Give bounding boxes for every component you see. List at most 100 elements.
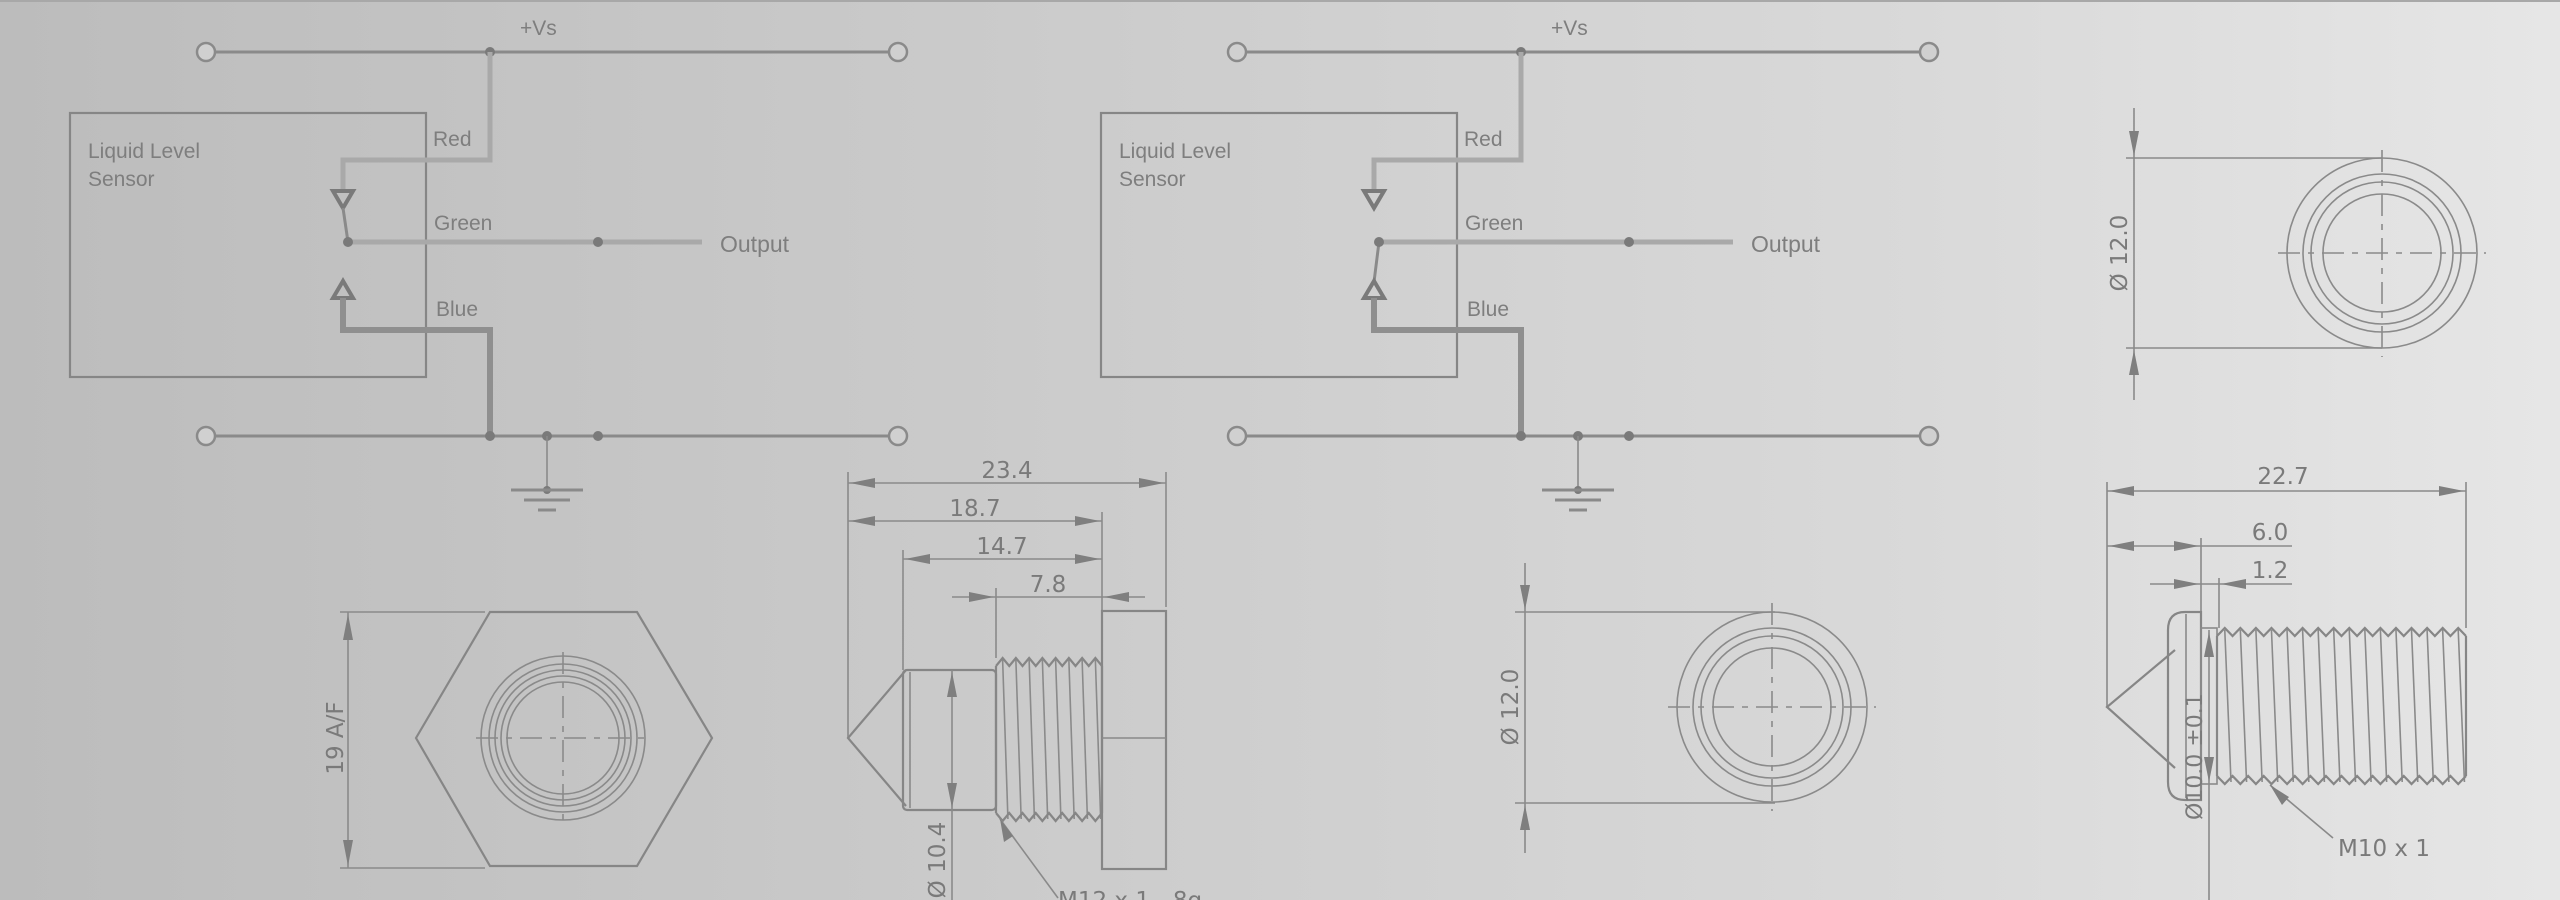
dimension-label: 6.0	[2252, 520, 2289, 546]
thread-crest	[2457, 629, 2466, 783]
thread-m12	[994, 656, 1104, 823]
cone-tip	[2105, 649, 2176, 769]
dimension-line	[848, 478, 1166, 488]
thread-crest	[2441, 629, 2450, 783]
dimension-label: 22.7	[2257, 464, 2308, 490]
diameter-label: Ø 10.4	[925, 822, 951, 899]
thread-crest	[2364, 629, 2372, 783]
wiring-diagram-right: +Vs Liquid Level Sensor Red Green Output…	[1099, 17, 1940, 512]
junction-dot	[593, 431, 603, 441]
cone-tip	[846, 669, 907, 807]
thread-crest	[2410, 629, 2419, 783]
sensor-front-view-top-right: Ø 12.0	[2107, 108, 2486, 400]
ground-icon	[1542, 436, 1614, 512]
thread-profile	[2216, 774, 2467, 786]
thread-callout: M10 x 1	[2338, 836, 2430, 862]
sensor-label: Sensor	[1119, 168, 1186, 191]
dimension-label: 14.7	[976, 534, 1027, 560]
blue-wire-label: Blue	[436, 298, 478, 321]
thread-profile	[995, 656, 1103, 668]
thread-crest	[1001, 659, 1009, 820]
thread-crest	[2270, 629, 2279, 783]
wiring-diagram-left: +Vs Liquid Level Sensor Red Green Output…	[68, 17, 909, 512]
dimension-line	[2129, 108, 2139, 400]
sensor-label: Liquid Level	[1119, 140, 1231, 163]
sensor-label: Liquid Level	[88, 140, 200, 163]
thread-crest	[2395, 629, 2403, 783]
thread-crest	[2426, 629, 2435, 783]
contact-down-triangle-icon	[329, 189, 357, 212]
thread-crest	[2223, 629, 2232, 783]
dimension-label: 18.7	[949, 496, 1000, 522]
thread-crest	[2239, 629, 2248, 783]
dimension-label: 23.4	[981, 458, 1032, 484]
junction-dot	[1374, 237, 1384, 247]
thread-crest	[1015, 659, 1022, 820]
sensor-box	[68, 111, 428, 379]
thread-crest	[2348, 629, 2357, 783]
ground-icon	[511, 436, 583, 512]
green-wire-label: Green	[1465, 212, 1523, 235]
thread-crest	[2379, 629, 2388, 783]
dimension-line	[2107, 541, 2292, 551]
sensor-box	[1099, 111, 1459, 379]
diameter-label: Ø 12.0	[2107, 215, 2133, 292]
contact-up-triangle-icon	[329, 277, 357, 300]
sensor-label: Sensor	[88, 168, 155, 191]
thread-crest	[1081, 659, 1089, 820]
junction-dot	[343, 237, 353, 247]
thread-m10	[2215, 626, 2468, 786]
diameter-label: Ø 12.0	[1498, 669, 1524, 746]
sensor-side-view-m10: 22.7 6.0 1.2 Ø10.0 ±0.1 M10 x 1	[2105, 464, 2468, 900]
contact-down-triangle-icon	[1360, 189, 1388, 212]
dimension-label: 7.8	[1030, 572, 1067, 598]
thread-crest	[1094, 659, 1102, 820]
red-wire-label: Red	[433, 128, 472, 151]
thread-callout: M12 x 1 - 8g	[1058, 888, 1202, 900]
thread-crest	[2317, 629, 2326, 783]
thread-crest	[1068, 659, 1075, 820]
terminal-icon	[195, 41, 217, 63]
reed-switch-contact	[1372, 241, 1381, 283]
supply-label: +Vs	[1551, 17, 1588, 40]
dimension-line	[1520, 563, 1530, 853]
junction-dot	[1624, 431, 1634, 441]
green-wire-label: Green	[434, 212, 492, 235]
thread-crest	[1054, 659, 1062, 820]
terminal-icon	[195, 425, 217, 447]
blue-wire-label: Blue	[1467, 298, 1509, 321]
dimension-line	[2107, 486, 2466, 496]
terminal-icon	[1226, 41, 1248, 63]
flange	[1100, 609, 1168, 871]
junction-dot	[1516, 431, 1526, 441]
dimension-line	[947, 670, 957, 900]
dimension-line	[952, 592, 1145, 602]
junction-dot	[1624, 237, 1634, 247]
thread-crest	[2332, 629, 2341, 783]
junction-dot	[485, 431, 495, 441]
contact-up-triangle-icon	[1360, 277, 1388, 300]
red-wire-label: Red	[1464, 128, 1503, 151]
terminal-icon	[1918, 425, 1940, 447]
terminal-icon	[887, 425, 909, 447]
terminal-icon	[1918, 41, 1940, 63]
head	[2166, 610, 2203, 802]
output-label: Output	[1751, 231, 1821, 257]
red-wire	[340, 52, 493, 190]
dimension-line	[848, 516, 1102, 526]
thread-profile	[2216, 626, 2467, 638]
red-wire	[1371, 52, 1524, 190]
terminal-icon	[887, 41, 909, 63]
thread-crest	[1028, 659, 1036, 820]
output-label: Output	[720, 231, 790, 257]
dimension-label: 1.2	[2252, 558, 2289, 584]
hex-dimension-label: 19 A/F	[323, 701, 349, 774]
blue-wire	[1371, 298, 1524, 436]
junction-dot	[593, 237, 603, 247]
sensor-side-view-m12: 23.4 18.7 14.7 7.8 Ø 10.4 M12 x 1 - 8g	[846, 458, 1202, 900]
reed-switch-contact	[341, 207, 350, 243]
dimension-line	[903, 554, 1102, 564]
sensor-front-view-middle: Ø 12.0	[1498, 563, 1876, 853]
blue-wire	[340, 298, 493, 436]
